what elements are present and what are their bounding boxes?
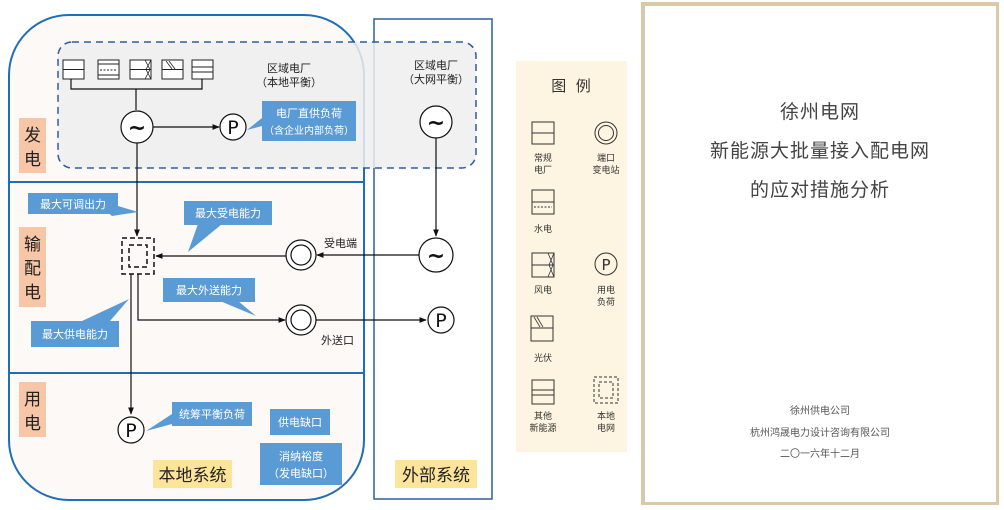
callout-pointer (220, 301, 256, 316)
legend-panel: 图 例 常规 电厂 端口 变电站 水电 风电 (516, 61, 627, 452)
receiving-end-label: 受电端 (324, 237, 357, 250)
cover-org-1: 徐州供电公司 (790, 406, 850, 417)
callout-max-adjustable-output-text: 最大可调出力 (40, 197, 106, 211)
absorption-margin-line1: 消纳裕度 (279, 449, 323, 463)
consumer-load-icon (117, 416, 145, 444)
conventional-plant-icon (531, 121, 555, 145)
grid-to-sending-arrow (137, 274, 286, 323)
callout-pointer (247, 104, 262, 130)
local-grid-icon (593, 376, 619, 404)
section-tag-consumption-text-1: 用 (24, 390, 41, 410)
consumer-load-symbol: P (125, 420, 136, 442)
section-tag-consumption (19, 382, 46, 437)
hydro-plant-icon (531, 189, 555, 215)
legend-label: 电厂 (534, 164, 552, 176)
report-cover-page: 徐州电网 新能源大批量接入配电网 的应对措施分析 徐州供电公司 杭州鸿晟电力设计… (641, 2, 999, 505)
plant-icon-other-renewable (191, 59, 214, 80)
plant-icon-hydro (97, 59, 120, 80)
legend-label: 负荷 (597, 296, 615, 308)
legend-label: 电网 (597, 422, 615, 434)
cover-date: 二〇一六年十二月 (780, 449, 860, 460)
local-generator-symbol: ~ (128, 116, 146, 141)
callout-max-supply-capacity (31, 321, 119, 347)
grid-plant-label-line1: 区域电厂 (414, 59, 458, 72)
external-system-label: 外部系统 (402, 466, 470, 486)
wind-plant-icon (531, 252, 555, 278)
callout-max-sending-capacity-text: 最大外送能力 (176, 283, 242, 297)
solar-plant-icon (530, 315, 554, 342)
section-tag-transmission-text-3: 电 (24, 283, 41, 303)
receiving-port-inner (290, 244, 312, 266)
legend-label: 新能源 (529, 422, 556, 434)
callout-max-sending-capacity (163, 278, 255, 302)
cover-title-line-1: 徐州电网 (779, 101, 860, 123)
legend-label: 端口 (597, 152, 615, 164)
callout-pointer (146, 414, 172, 431)
power-system-diagram: 发 电 输 配 电 用 电 ~ P 电厂直供负 (8, 14, 493, 501)
section-tag-transmission-text-1: 输 (24, 235, 41, 255)
section-tag-generation-text-1: 发 (24, 126, 41, 146)
absorption-margin-line2: （发电缺口） (268, 466, 334, 480)
section-tag-consumption-text-2: 电 (24, 414, 41, 434)
section-tag-transmission-text-2: 配 (24, 259, 41, 279)
section-tag-generation (19, 118, 46, 173)
port-substation-icon (594, 121, 618, 145)
legend-label: 本地 (597, 410, 615, 422)
local-plant-label-line1: 区域电厂 (267, 62, 311, 75)
direct-load-icon (219, 113, 247, 141)
legend-label: 风电 (534, 284, 552, 296)
legend-label: 光伏 (534, 352, 552, 364)
absorption-margin-box (260, 443, 342, 485)
legend-label: 其他 (534, 410, 552, 422)
callout-direct-load-line2: （含企业内部负荷） (264, 124, 354, 137)
sending-port-label: 外送口 (321, 333, 354, 347)
grid-plant-label-line2: （大网平衡） (403, 72, 469, 86)
cover-title-line-3: 的应对措施分析 (749, 179, 890, 201)
plant-icon-solar (161, 59, 184, 80)
local-grid-node-inner (128, 244, 148, 268)
cover-title-line-2: 新能源大批量接入配电网 (709, 140, 930, 162)
svg-text:P: P (601, 256, 610, 274)
callout-coordinated-load (172, 402, 252, 426)
grid-generator-symbol: ~ (427, 111, 445, 136)
legend-label: 水电 (534, 223, 552, 235)
cover-org-2: 杭州鸿晟电力设计咨询有限公司 (750, 428, 890, 439)
callout-max-receiving-capacity-text: 最大受电能力 (195, 206, 261, 220)
plant-icon-conventional (62, 59, 85, 80)
legend-title: 图 例 (551, 77, 591, 95)
callout-coordinated-load-text: 统筹平衡负荷 (179, 407, 245, 421)
direct-load-symbol: P (227, 117, 238, 139)
supply-gap-text: 供电缺口 (278, 415, 322, 429)
callout-max-supply-capacity-text: 最大供电能力 (42, 327, 108, 341)
section-tag-transmission (19, 227, 46, 307)
callout-max-adjustable-output (28, 193, 118, 214)
section-tag-generation-text-2: 电 (24, 150, 41, 170)
plant-icon-wind (129, 59, 152, 80)
callout-pointer (82, 299, 129, 321)
callout-pointer (188, 224, 222, 252)
local-plant-label-line2: （本地平衡） (256, 75, 322, 89)
external-load-icon (427, 306, 455, 334)
legend-label: 用电 (597, 284, 615, 296)
external-generator-symbol: ~ (427, 244, 445, 269)
sending-port-inner (290, 309, 312, 331)
local-system-tag (153, 460, 232, 488)
supply-gap-box (270, 409, 330, 435)
external-system-tag (395, 460, 477, 488)
other-renewable-icon (531, 379, 555, 405)
callout-direct-load-line1: 电厂直供负荷 (276, 106, 342, 120)
legend-label: 常规 (534, 152, 552, 164)
local-system-label: 本地系统 (159, 466, 227, 486)
external-load-symbol: P (435, 310, 446, 332)
callout-direct-load (262, 101, 356, 141)
callout-max-receiving-capacity (184, 201, 272, 225)
legend-label: 变电站 (592, 164, 619, 176)
load-icon: P (594, 252, 618, 276)
